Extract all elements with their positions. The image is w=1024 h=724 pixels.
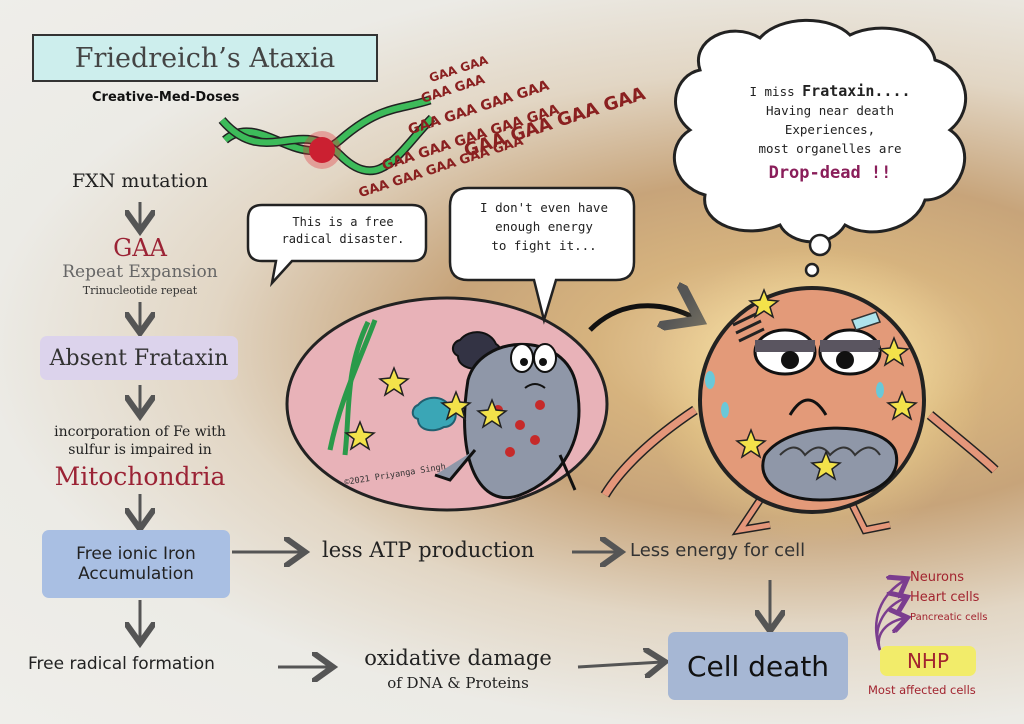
affected-arrows [875, 580, 905, 651]
page-title: Friedreich’s Ataxia [74, 42, 336, 74]
page-subtitle: Creative-Med-Doses [92, 90, 240, 105]
mitochondria-label: Mitochondria [54, 462, 226, 491]
dna-helix-icon [218, 95, 436, 176]
middle-bubble-line: to fight it... [491, 238, 597, 253]
nhp-label: NHP [906, 649, 950, 673]
thought-dot [808, 233, 832, 257]
less-energy-label: Less energy for cell [630, 540, 806, 561]
middle-speech-bubble [448, 186, 636, 325]
pancreatic-cells-label: Pancreatic cells [910, 612, 988, 623]
fxn-mutation-label: FXN mutation [72, 170, 208, 192]
thought-drop-dead: Drop-dead !! [768, 163, 892, 183]
free-iron-line1: Free ionic Iron [76, 544, 196, 564]
middle-bubble-text: I don't even have enough energy to fight… [452, 198, 636, 255]
free-iron-box: Free ionic Iron Accumulation [42, 530, 230, 598]
thought-bubble-line1: I miss Frataxin.... [730, 82, 930, 101]
left-bubble-text: This is a free radical disaster. [262, 214, 424, 248]
incorporation-line2: sulfur is impaired in [68, 442, 212, 458]
less-atp-label: less ATP production [322, 538, 535, 562]
cell-death-box: Cell death [668, 632, 848, 700]
oxidative-line2: of DNA & Proteins [387, 674, 529, 692]
cell-death-label: Cell death [686, 649, 830, 683]
repeat-expansion-label: Repeat Expansion [62, 262, 218, 282]
absent-frataxin-box: Absent Frataxin [40, 336, 238, 380]
thought-frataxin: Frataxin.... [802, 82, 911, 100]
thought-bubble [673, 18, 967, 244]
thought-miss: I miss [749, 84, 795, 99]
thought-dot [804, 262, 820, 278]
flow-arrows [140, 202, 770, 667]
free-radical-label: Free radical formation [28, 654, 215, 674]
left-bubble-line: This is a free [292, 215, 394, 229]
neurons-label: Neurons [910, 570, 964, 585]
left-speech-bubble [246, 203, 428, 288]
thought-bubble-line: Having near death [766, 103, 894, 118]
gaa-label: GAA [113, 234, 167, 262]
trinucleotide-label: Trinucleotide repeat [82, 284, 198, 297]
thought-bubble-line: Experiences, [784, 122, 876, 137]
absent-frataxin-label: Absent Frataxin [49, 345, 229, 371]
middle-bubble-line: I don't even have [480, 200, 608, 215]
cell-illustration [285, 296, 609, 512]
most-affected-label: Most affected cells [868, 683, 976, 697]
sad-cell-illustration [600, 245, 999, 545]
oxidative-line1: oxidative damage [364, 646, 552, 670]
thought-bubble-line: most organelles are [758, 141, 902, 156]
middle-bubble-line: enough energy [495, 219, 593, 234]
nhp-box: NHP [880, 646, 976, 676]
thought-bubble-text: I miss Frataxin.... Having near death Ex… [730, 82, 930, 183]
left-bubble-line: radical disaster. [281, 232, 405, 246]
heart-cells-label: Heart cells [910, 590, 980, 605]
title-box: Friedreich’s Ataxia [32, 34, 378, 82]
incorporation-line1: incorporation of Fe with [54, 424, 226, 440]
free-iron-line2: Accumulation [78, 564, 194, 584]
